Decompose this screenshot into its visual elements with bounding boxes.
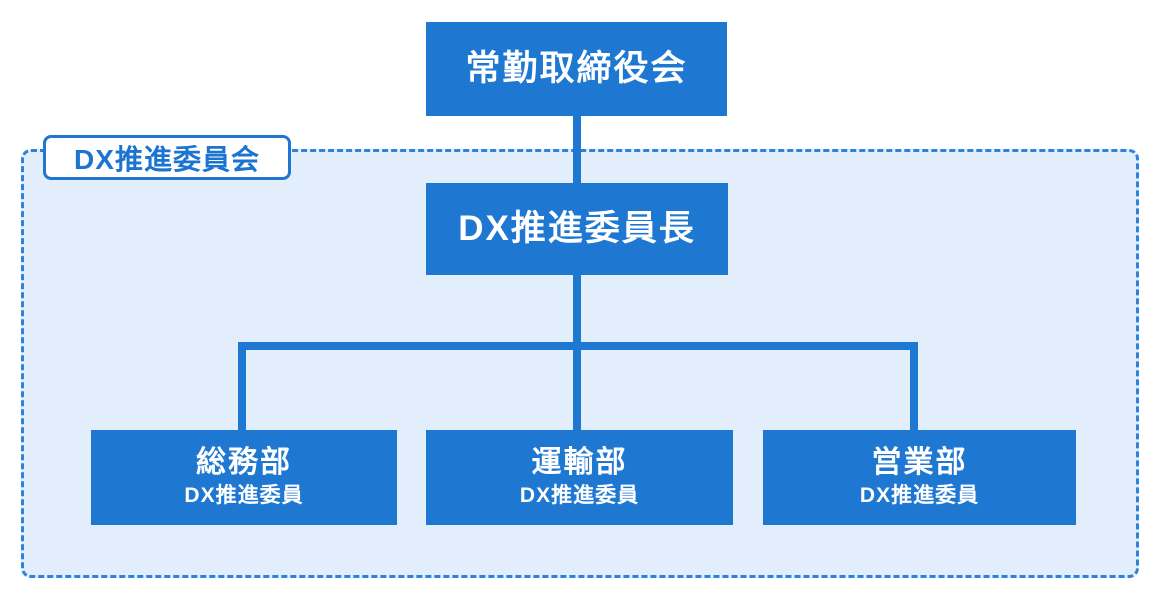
connector-drop-sales xyxy=(910,342,918,430)
member-box-sales: 営業部 DX推進委員 xyxy=(763,430,1076,525)
connector-horizontal-bar xyxy=(238,342,918,350)
sales-role-label: DX推進委員 xyxy=(859,484,980,508)
board-of-directors-label: 常勤取締役会 xyxy=(465,48,688,88)
transportation-dept-label: 運輸部 xyxy=(531,446,628,480)
member-box-general-affairs: 総務部 DX推進委員 xyxy=(91,430,397,525)
dx-committee-chair-label: DX推進委員長 xyxy=(458,208,696,248)
connector-board-to-chair xyxy=(573,116,581,184)
sales-dept-label: 営業部 xyxy=(871,446,968,480)
connector-drop-transportation xyxy=(573,350,581,430)
dx-committee-chair-box: DX推進委員長 xyxy=(426,183,728,275)
connector-drop-general-affairs xyxy=(238,342,246,430)
general-affairs-dept-label: 総務部 xyxy=(196,446,292,480)
general-affairs-role-label: DX推進委員 xyxy=(184,484,304,508)
dx-committee-group-label: DX推進委員会 xyxy=(43,135,291,180)
connector-chair-down xyxy=(573,275,581,342)
member-box-transportation: 運輸部 DX推進委員 xyxy=(426,430,733,525)
transportation-role-label: DX推進委員 xyxy=(519,484,640,508)
dx-committee-group-label-text: DX推進委員会 xyxy=(74,143,260,175)
board-of-directors-box: 常勤取締役会 xyxy=(426,22,727,116)
